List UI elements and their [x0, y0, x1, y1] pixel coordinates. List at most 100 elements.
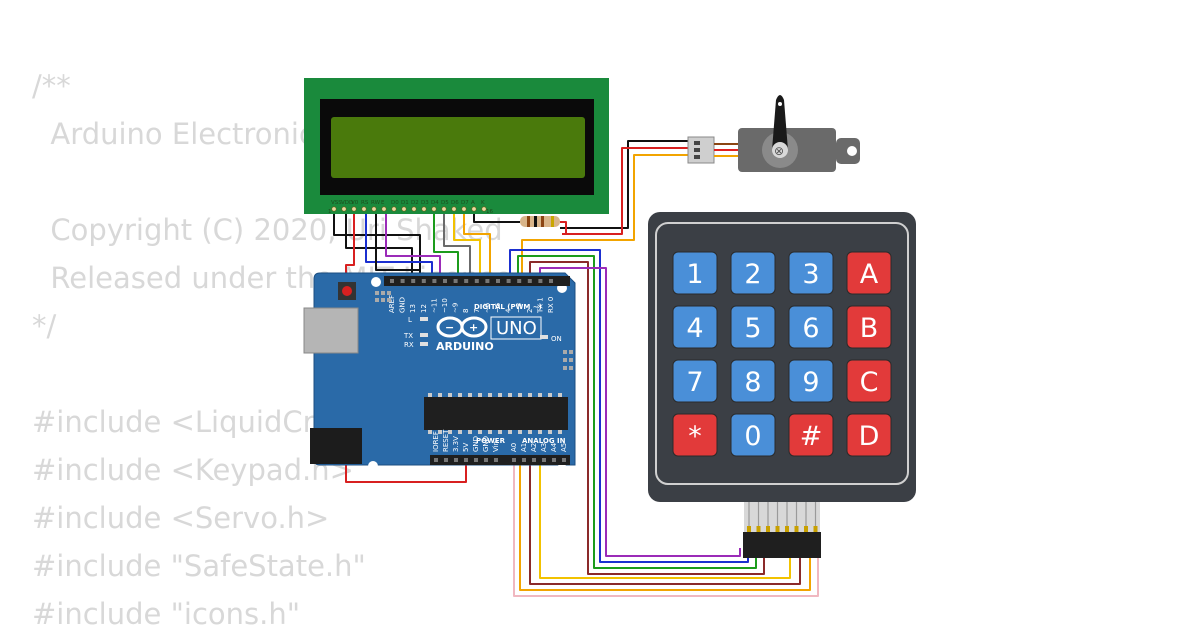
key-8[interactable]: 8 — [730, 359, 776, 403]
svg-text:+: + — [469, 321, 478, 334]
lcd-wire-rw — [375, 210, 420, 271]
key-label: 8 — [744, 367, 761, 398]
key-7[interactable]: 7 — [672, 359, 718, 403]
key-B[interactable]: B — [846, 305, 892, 349]
key-label: 0 — [744, 421, 761, 452]
lcd-pin-label: D0 — [391, 200, 399, 206]
keypad-wire-a1 — [519, 463, 811, 591]
lcd-pin — [431, 206, 437, 212]
digital-pin-label: GND — [399, 297, 407, 313]
reset-button[interactable] — [342, 286, 352, 296]
lcd-pin-label: D4 — [431, 200, 439, 206]
digital-pin-label: 2 — [526, 309, 534, 313]
key-2[interactable]: 2 — [730, 251, 776, 295]
key-*[interactable]: * — [672, 413, 718, 457]
header-pin — [552, 458, 556, 462]
header-pin — [434, 458, 438, 462]
servo-wire-brown — [560, 140, 688, 229]
key-0[interactable]: 0 — [730, 413, 776, 457]
digital-pin-label: ~5 — [494, 303, 502, 313]
key-label: D — [859, 421, 880, 452]
resistor — [520, 216, 560, 227]
svg-text:−: − — [445, 321, 454, 334]
key-1[interactable]: 1 — [672, 251, 718, 295]
key-label: 1 — [686, 259, 703, 290]
key-label: B — [860, 313, 879, 344]
lcd-pin-label: D6 — [451, 200, 459, 206]
digital-pin-label: ~6 — [483, 302, 491, 313]
power-pin-label: RESET — [442, 429, 450, 452]
header-pin — [464, 458, 468, 462]
lcd-screen — [331, 117, 585, 178]
lcd-pin-label: D2 — [411, 200, 419, 206]
lcd-pin-label: D1 — [401, 200, 409, 206]
header-pin — [411, 279, 416, 283]
lcd-wire-d7 — [463, 210, 491, 281]
key-label: C — [860, 367, 879, 398]
lcd-pin-end: 16 — [486, 209, 493, 215]
key-C[interactable]: C — [846, 359, 892, 403]
header-pin — [390, 279, 394, 283]
key-D[interactable]: D — [846, 413, 892, 457]
lcd-pin-label: VDD — [341, 200, 353, 206]
lcd-pin — [401, 206, 407, 212]
lcd-pin — [411, 206, 417, 212]
servo-wire-orange — [521, 154, 688, 281]
arduino-logo-text: ARDUINO — [436, 340, 494, 353]
keypad-connector — [743, 532, 821, 558]
digital-pin-label: 12 — [420, 304, 428, 313]
lcd-pin — [361, 206, 367, 212]
board-model: UNO — [496, 318, 537, 339]
key-9[interactable]: 9 — [788, 359, 834, 403]
key-#[interactable]: # — [788, 413, 834, 457]
lcd-pin — [391, 206, 397, 212]
svg-text:RX: RX — [404, 341, 414, 349]
lcd-pin-label: RW — [371, 200, 381, 206]
keypad-wire-green — [517, 255, 757, 569]
header-pin — [562, 458, 566, 462]
header-pin — [494, 458, 498, 462]
lcd-pin — [441, 206, 447, 212]
lcd-pin — [371, 206, 377, 212]
header-pin — [512, 458, 516, 462]
svg-text:L: L — [408, 316, 412, 324]
power-pin-label: GND — [482, 436, 490, 452]
lcd-pin — [481, 206, 487, 212]
key-A[interactable]: A — [846, 251, 892, 295]
lcd-pin-label: D3 — [421, 200, 429, 206]
header-pin — [542, 458, 546, 462]
key-label: 9 — [802, 367, 819, 398]
analog-pin-label: A4 — [550, 442, 558, 452]
key-5[interactable]: 5 — [730, 305, 776, 349]
header-pin — [454, 458, 458, 462]
analog-pin-label: A3 — [540, 443, 548, 452]
power-pin-label: IOREF — [432, 431, 440, 452]
analog-pin-label: A5 — [560, 443, 568, 452]
resistor-wire-2 — [560, 221, 567, 234]
key-4[interactable]: 4 — [672, 305, 718, 349]
key-label: 3 — [802, 259, 819, 290]
header-pin — [522, 458, 526, 462]
lcd-pin — [461, 206, 467, 212]
digital-label: DIGITAL (PWM ~) — [474, 303, 542, 311]
lcd-pin — [451, 206, 457, 212]
header-pin — [484, 458, 488, 462]
lcd-wire-rs — [365, 210, 433, 281]
svg-text:ON: ON — [551, 335, 562, 343]
key-3[interactable]: 3 — [788, 251, 834, 295]
lcd-pin-label: D5 — [441, 200, 449, 206]
svg-text:POWER: POWER — [476, 437, 506, 445]
header-pin — [549, 279, 553, 283]
key-6[interactable]: 6 — [788, 305, 834, 349]
keypad-ribbon — [744, 502, 820, 532]
digital-pin-label: 8 — [462, 309, 470, 313]
lcd-pin-label: D7 — [461, 200, 469, 206]
lcd-pin — [471, 206, 477, 212]
header-pin — [444, 458, 448, 462]
arduino-logo: − + — [436, 316, 488, 338]
key-label: # — [800, 421, 823, 452]
digital-pin-label: 4 — [505, 308, 513, 313]
key-label: 7 — [686, 367, 703, 398]
